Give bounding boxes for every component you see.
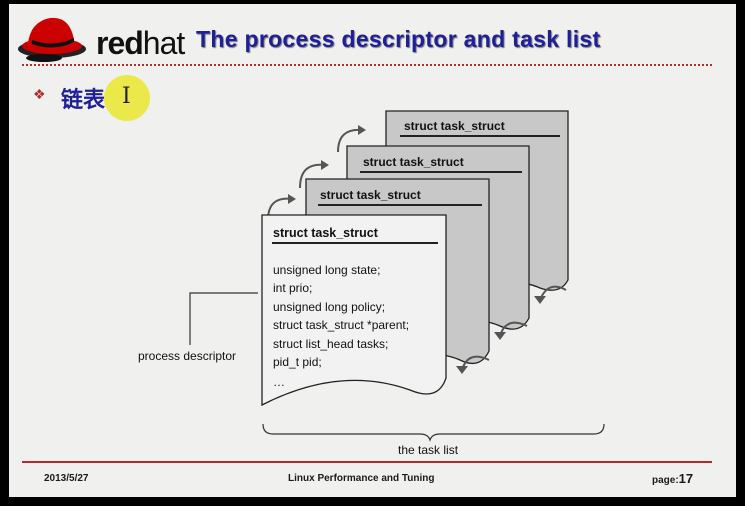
page-number: 17 (678, 471, 694, 486)
field-parent: struct task_struct *parent; (273, 318, 409, 332)
task-struct-card-front: struct task_struct unsigned long state; … (261, 214, 447, 407)
footer-date: 2013/5/27 (44, 473, 89, 484)
brand-red: red (96, 25, 144, 61)
footer-course: Linux Performance and Tuning (288, 473, 435, 484)
page-label: page: (652, 475, 679, 486)
field-prio: int prio; (273, 281, 312, 295)
callout-label: process descriptor (138, 349, 236, 363)
text-cursor-icon: I (122, 84, 131, 109)
page-indicator: page:17 (652, 471, 693, 486)
cursor-highlight (104, 75, 150, 121)
task-list-brace: the task list (262, 423, 605, 457)
card-3-title: struct task_struct (363, 155, 464, 169)
card-front-title: struct task_struct (273, 226, 379, 240)
bullet-heading: 链表 (61, 88, 106, 113)
card-2-title: struct task_struct (320, 188, 421, 202)
card-4-title: struct task_struct (404, 119, 505, 133)
redhat-wordmark: redhat (96, 25, 185, 62)
slide-title: The process descriptor and task list (196, 26, 601, 52)
field-tasks: struct list_head tasks; (273, 337, 388, 351)
field-state: unsigned long state; (273, 263, 380, 277)
bullet-icon: ❖ (33, 86, 46, 102)
footer-divider (22, 461, 712, 463)
redhat-logo-icon (18, 17, 86, 62)
field-ellipsis: … (273, 375, 285, 389)
header-divider (22, 64, 712, 66)
field-pid: pid_t pid; (273, 355, 322, 369)
brand-hat: hat (142, 25, 185, 61)
process-descriptor-callout: process descriptor (138, 292, 258, 363)
field-policy: unsigned long policy; (273, 300, 385, 314)
task-list-label: the task list (398, 443, 459, 457)
